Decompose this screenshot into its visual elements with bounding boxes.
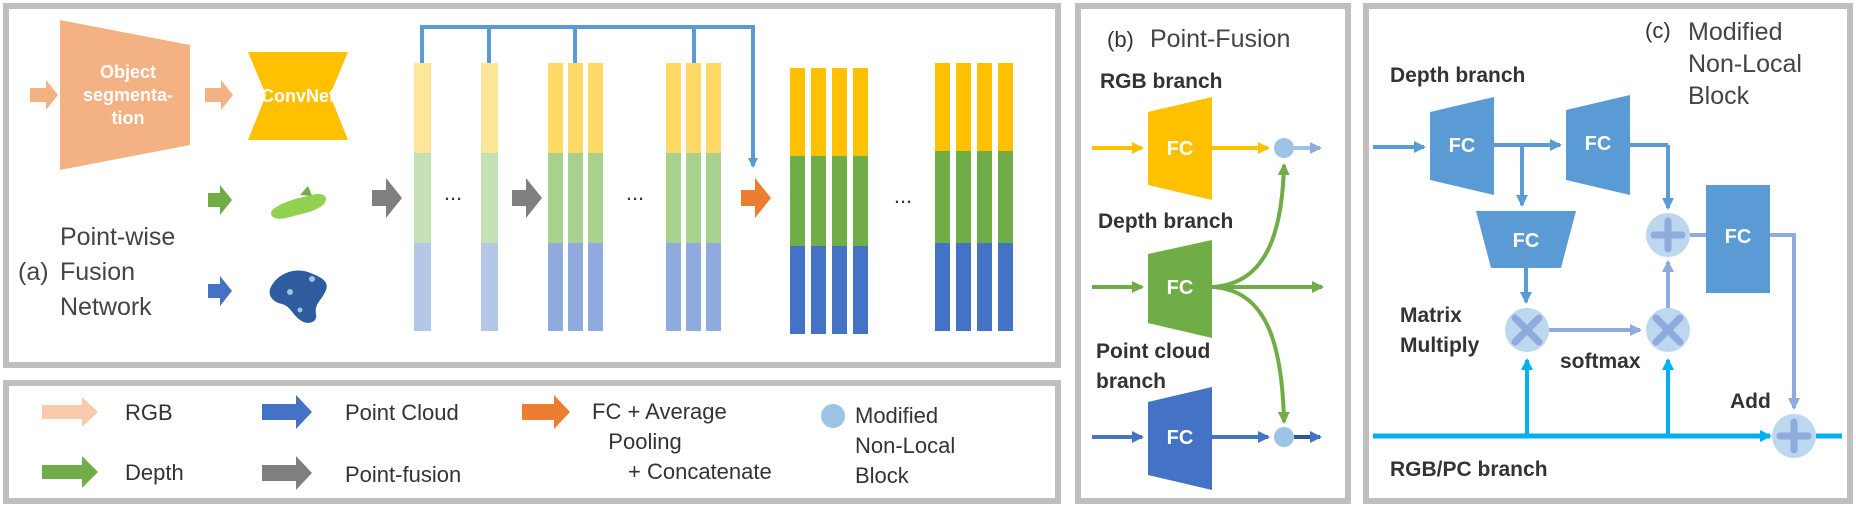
panel-a-title-3: Network [60, 293, 152, 321]
depth-to-rgb-curve [1213, 163, 1290, 289]
legend-rgb-label: RGB [125, 400, 173, 425]
legend-fusion-label: Point-fusion [345, 462, 461, 487]
c-add-2 [1772, 414, 1816, 458]
dark-feature-group-1 [790, 68, 868, 334]
pc-input-arrow [208, 276, 232, 306]
c-fc-1 [1430, 97, 1494, 195]
fc-concat-arrow [741, 178, 771, 218]
depth-input-arrow [208, 185, 232, 215]
pc-nl-node [1274, 427, 1294, 447]
legend-depth-label: Depth [125, 460, 184, 485]
panel-c-frame [1363, 3, 1853, 504]
light-feature-col-2 [481, 63, 498, 331]
pc-fc-label: FC [1167, 427, 1194, 449]
rgb-input-arrow [30, 80, 58, 110]
legend-fusion-arrow [262, 456, 312, 490]
legend-fc-label-1: FC + Average [592, 399, 727, 424]
ellipsis-3: ... [894, 183, 912, 208]
convnet-block [248, 52, 348, 140]
legend-frame [3, 380, 1061, 504]
segmentation-label-3: tion [112, 108, 145, 128]
legend-nl-label-1: Modified [855, 403, 938, 428]
c-add-1 [1646, 213, 1690, 257]
panel-b-pc-branch-2: branch [1096, 370, 1166, 393]
c-fc4-to-add2 [1770, 233, 1800, 410]
panel-a-frame [3, 3, 1061, 368]
c-matrix-label-2: Multiply [1400, 334, 1480, 357]
c-softmax-label: softmax [1560, 350, 1641, 373]
legend-rgb-arrow [42, 397, 98, 427]
pc-fc-block [1148, 387, 1212, 490]
mid-feature-group-2 [666, 63, 721, 331]
c-multiply-1 [1505, 308, 1549, 352]
c-multiply-2 [1646, 308, 1690, 352]
depth-fc-label: FC [1167, 277, 1194, 299]
panel-c: (c) Modified Non-Local Block Depth branc… [1373, 18, 1842, 481]
point-fusion-arrow-2 [512, 178, 542, 218]
depth-image-icon [271, 186, 327, 219]
panel-b-title: Point-Fusion [1150, 25, 1290, 53]
depth-to-pc-curve [1213, 285, 1290, 424]
panel-a: Object segmenta- tion ConvNet [18, 20, 1013, 334]
rgb-nl-node [1274, 138, 1294, 158]
c-fc-2 [1566, 95, 1630, 195]
skip-connections [420, 25, 758, 168]
depth-fc-block [1148, 240, 1212, 338]
panel-a-label: (a) [18, 258, 49, 286]
c-matrix-label-1: Matrix [1400, 304, 1462, 327]
c-fc-3-label: FC [1513, 230, 1540, 252]
legend-pc-arrow [262, 395, 312, 429]
rgb-fc-label: FC [1167, 138, 1194, 160]
c-fc-4-label: FC [1725, 226, 1752, 248]
light-feature-col-1 [414, 63, 431, 331]
legend-fc-arrow [522, 395, 570, 429]
legend-nl-label-2: Non-Local [855, 433, 955, 458]
panel-b-title-label: (b) [1107, 27, 1134, 52]
panel-b-depth-branch: Depth branch [1098, 210, 1233, 233]
segmentation-label-2: segmenta- [83, 85, 173, 105]
segmentation-label-1: Object [100, 62, 156, 82]
panel-b-frame [1075, 3, 1351, 504]
c-fc-3 [1476, 211, 1576, 268]
object-segmentation-block [60, 20, 190, 170]
panel-c-title-label: (c) [1645, 18, 1671, 43]
panel-c-depth-branch: Depth branch [1390, 64, 1525, 87]
panel-c-title-2: Non-Local [1688, 50, 1802, 78]
legend-pc-label: Point Cloud [345, 400, 459, 425]
dark-feature-group-2 [935, 63, 1013, 331]
panel-a-title-2: Fusion [60, 258, 135, 286]
point-cloud-icon [269, 270, 327, 323]
mid-feature-group-1 [548, 63, 603, 331]
legend-nl-circle [821, 404, 845, 428]
ellipsis-1: ... [444, 180, 462, 205]
legend: RGB Depth Point Cloud Point-fusion FC + … [42, 395, 955, 490]
panel-c-title-1: Modified [1688, 18, 1783, 46]
legend-nl-label-3: Block [855, 463, 910, 488]
c-fc-1-label: FC [1449, 135, 1476, 157]
panel-b-pc-branch-1: Point cloud [1096, 340, 1210, 363]
seg-to-convnet-arrow [205, 80, 233, 110]
panel-c-title-3: Block [1688, 82, 1750, 110]
legend-depth-arrow [42, 456, 98, 488]
panel-a-title-1: Point-wise [60, 223, 175, 251]
legend-fc-label-2: Pooling [608, 429, 681, 454]
c-rgbpc-label: RGB/PC branch [1390, 458, 1548, 481]
panel-b: (b) Point-Fusion RGB branch Depth branch… [1092, 25, 1324, 490]
legend-fc-label-3: + Concatenate [628, 459, 772, 484]
c-fc-4 [1706, 185, 1770, 293]
c-add-label: Add [1730, 390, 1771, 413]
panel-b-rgb-branch: RGB branch [1100, 70, 1223, 93]
convnet-label: ConvNet [261, 86, 335, 106]
point-fusion-arrow-1 [372, 178, 402, 218]
rgb-fc-block [1148, 97, 1212, 200]
c-fc-2-label: FC [1585, 133, 1612, 155]
ellipsis-2: ... [626, 180, 644, 205]
